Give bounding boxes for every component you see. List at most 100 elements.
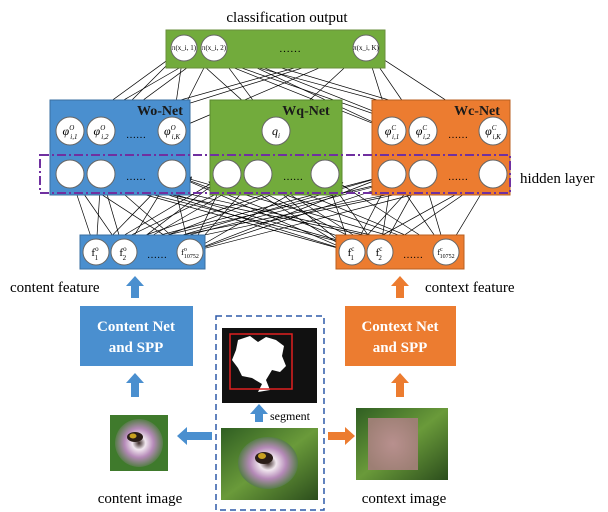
- svg-text:qi: qi: [272, 124, 280, 140]
- wq-hidden-node-1: [212, 159, 242, 189]
- wo-hidden-node-k: [157, 159, 187, 189]
- wq-net-label: Wq-Net: [282, 104, 330, 119]
- wq-output-sub: i: [278, 132, 280, 140]
- connection-line: [195, 185, 222, 241]
- context-feature-2-sub: 2: [378, 254, 382, 262]
- svg-text:φCi,1: φCi,1: [385, 124, 400, 141]
- wc-output-k-sup: C: [492, 124, 497, 132]
- wc-net-label: Wc-Net: [454, 104, 500, 119]
- output-node-2: π(x_i, 2): [200, 34, 228, 62]
- wc-output-2-sup: C: [422, 124, 427, 132]
- content-net-arrow: [126, 373, 144, 397]
- context-feature-2-main: f: [376, 247, 380, 259]
- content-net-label-line2: and SPP: [109, 340, 164, 356]
- context-feature-n-sub: 10752: [440, 254, 455, 260]
- wq-output-main: q: [272, 124, 278, 138]
- content-feature-2-main: f: [119, 247, 123, 259]
- classification-output-box: [165, 29, 386, 69]
- wo-output-1-sup: O: [69, 124, 74, 132]
- context-feature-label: context feature: [425, 280, 515, 296]
- context-net-label-line2: and SPP: [373, 340, 428, 356]
- context-feature-n-main: f: [437, 248, 440, 257]
- content-feature-n-sub: 10752: [184, 254, 199, 260]
- wo-output-k-sub: i,K: [172, 133, 181, 141]
- wc-output-1-sup: C: [391, 124, 396, 132]
- wq-output-node: qi: [261, 116, 291, 146]
- input-image-group-box: [215, 315, 325, 511]
- output-node-k: π(x_i, K): [352, 34, 380, 62]
- context-net-label-line1: Context Net: [361, 319, 438, 335]
- wq-hidden-dots: ……: [283, 172, 303, 183]
- wc-output-1-main: φ: [385, 124, 392, 138]
- context-image-label: context image: [362, 491, 447, 507]
- wo-output-1-sub: i,1: [70, 133, 77, 141]
- content-image-label: content image: [98, 491, 183, 507]
- wc-hidden-dots: ……: [448, 172, 468, 183]
- content-feature-label: content feature: [10, 280, 100, 296]
- context-feature-dots: ……: [403, 250, 423, 261]
- connection-line: [425, 186, 443, 240]
- context-feature-1-sup: c: [351, 245, 354, 253]
- context-image: [356, 408, 448, 480]
- wo-output-2-sup: O: [100, 124, 105, 132]
- diagram-title: classification output: [226, 10, 348, 26]
- hidden-layer-label: hidden layer: [520, 171, 595, 187]
- output-node-2-label: π(x_i, 2): [202, 44, 227, 52]
- wo-output-k-sup: O: [171, 124, 176, 132]
- segment-label: segment: [270, 409, 311, 423]
- connection-line: [201, 178, 380, 248]
- wc-output-2-main: φ: [416, 124, 423, 138]
- svg-text:φCi,K: φCi,K: [485, 124, 501, 141]
- content-net-label-line1: Content Net: [97, 319, 175, 335]
- context-image-arrow: [328, 427, 355, 445]
- content-feature-dots: ……: [147, 250, 167, 261]
- input-flower-image: [221, 428, 318, 500]
- segment-arrow: [250, 404, 268, 422]
- connection-line: [96, 187, 103, 240]
- wq-hidden-node-k: [310, 159, 340, 189]
- content-feature-n-main: f: [181, 248, 184, 257]
- wo-hidden-node-2: [86, 159, 116, 189]
- wo-hidden-node-1: [55, 159, 85, 189]
- connection-line: [134, 181, 217, 245]
- content-feature-1-main: f: [91, 247, 95, 259]
- wc-output-1-sub: i,1: [392, 133, 399, 141]
- content-image-arrow: [177, 427, 212, 445]
- wo-output-2-sub: i,2: [101, 133, 109, 141]
- context-net-box: [345, 306, 456, 366]
- context-feature-1-main: f: [348, 247, 352, 259]
- wo-output-1-main: φ: [63, 124, 70, 138]
- connection-line: [103, 186, 121, 240]
- svg-text:fo1: fo1: [91, 245, 99, 262]
- context-net-arrow: [391, 373, 409, 397]
- context-feature-arrow: [391, 276, 409, 298]
- context-feature-2-sup: c: [379, 245, 382, 253]
- content-net-box: [80, 306, 193, 366]
- content-feature-1-sub: 1: [95, 254, 99, 262]
- wo-output-k-main: φ: [164, 124, 171, 138]
- wo-output-2-main: φ: [94, 124, 101, 138]
- content-feature-2-sub: 2: [123, 254, 127, 262]
- svg-text:fc1: fc1: [348, 245, 355, 262]
- content-feature-2-sup: o: [123, 245, 127, 253]
- output-node-1: π(x_i, 1): [170, 34, 198, 62]
- svg-text:φOi,2: φOi,2: [94, 124, 109, 141]
- svg-text:fo2: fo2: [119, 245, 127, 262]
- output-dots: ……: [279, 43, 301, 55]
- svg-text:fc2: fc2: [376, 245, 383, 262]
- svg-text:φOi,K: φOi,K: [164, 124, 180, 141]
- connection-line: [73, 186, 93, 240]
- context-feature-1-sub: 1: [350, 254, 354, 262]
